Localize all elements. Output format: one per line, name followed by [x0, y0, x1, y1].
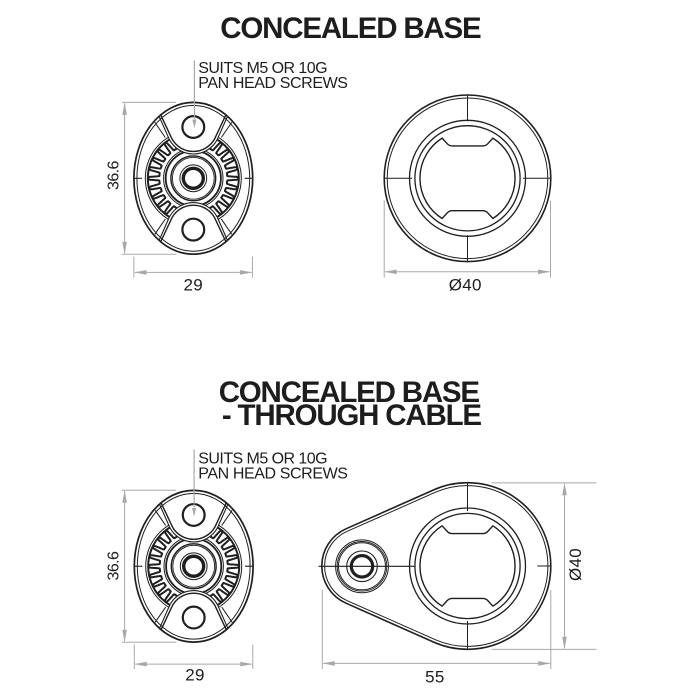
svg-text:SUITS M5 OR 10G: SUITS M5 OR 10G	[198, 450, 327, 467]
svg-text:CONCEALED BASE: CONCEALED BASE	[219, 376, 480, 409]
svg-text:29: 29	[185, 666, 205, 685]
svg-text:PAN HEAD SCREWS: PAN HEAD SCREWS	[198, 75, 347, 92]
svg-text:36.6: 36.6	[105, 161, 122, 190]
svg-text:Ø40: Ø40	[449, 276, 482, 295]
svg-text:55: 55	[425, 668, 445, 687]
svg-text:CONCEALED BASE: CONCEALED BASE	[220, 12, 481, 45]
svg-text:Ø40: Ø40	[566, 548, 585, 581]
svg-text:SUITS M5 OR 10G: SUITS M5 OR 10G	[198, 60, 327, 77]
svg-text:36.6: 36.6	[106, 551, 123, 580]
svg-text:29: 29	[183, 276, 203, 295]
svg-text:PAN HEAD SCREWS: PAN HEAD SCREWS	[198, 465, 347, 482]
svg-text:- THROUGH CABLE: - THROUGH CABLE	[222, 399, 481, 432]
